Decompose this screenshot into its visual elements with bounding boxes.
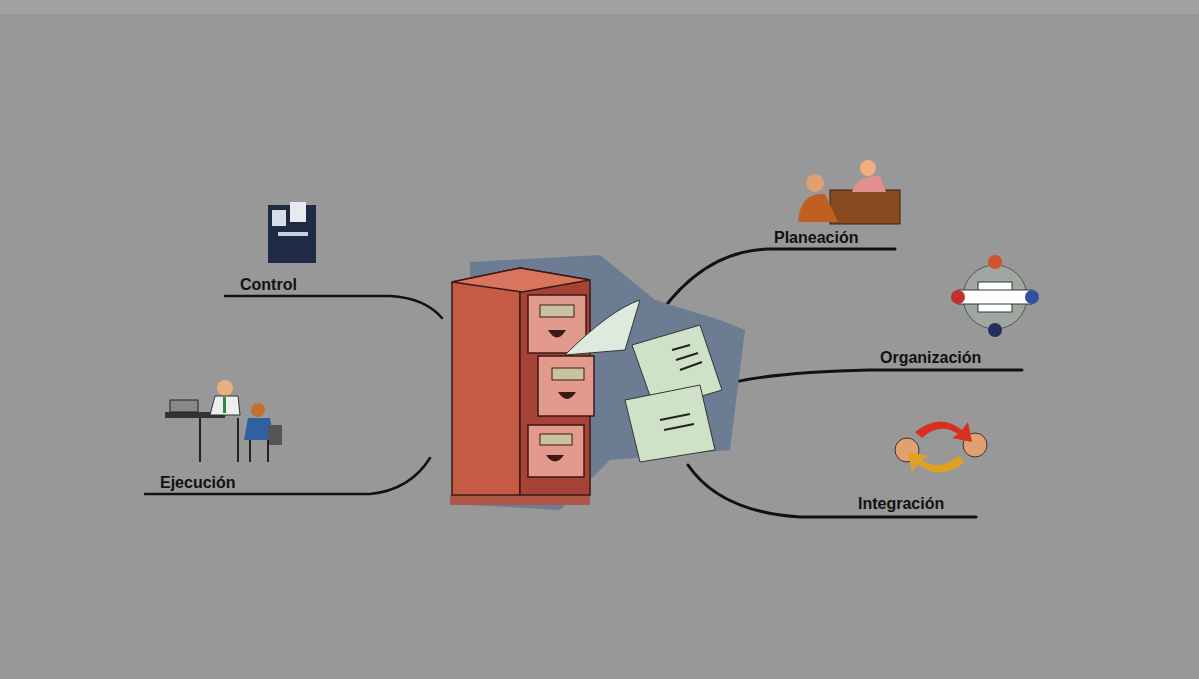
branch-label: Ejecución (160, 474, 236, 492)
organization-icon (951, 255, 1039, 337)
branch-label: Integración (858, 495, 944, 513)
integration-icon (895, 421, 987, 472)
top-strip (0, 0, 1199, 14)
control-icon (268, 202, 316, 263)
papers (625, 325, 722, 462)
meeting-icon (798, 160, 900, 224)
filing-cabinet (450, 268, 640, 505)
branch-label: Organización (880, 349, 981, 367)
branch-lines (145, 249, 1022, 517)
branch-label: Control (240, 276, 297, 294)
work-desk-icon (165, 380, 282, 462)
branch-label: Planeación (774, 229, 858, 247)
